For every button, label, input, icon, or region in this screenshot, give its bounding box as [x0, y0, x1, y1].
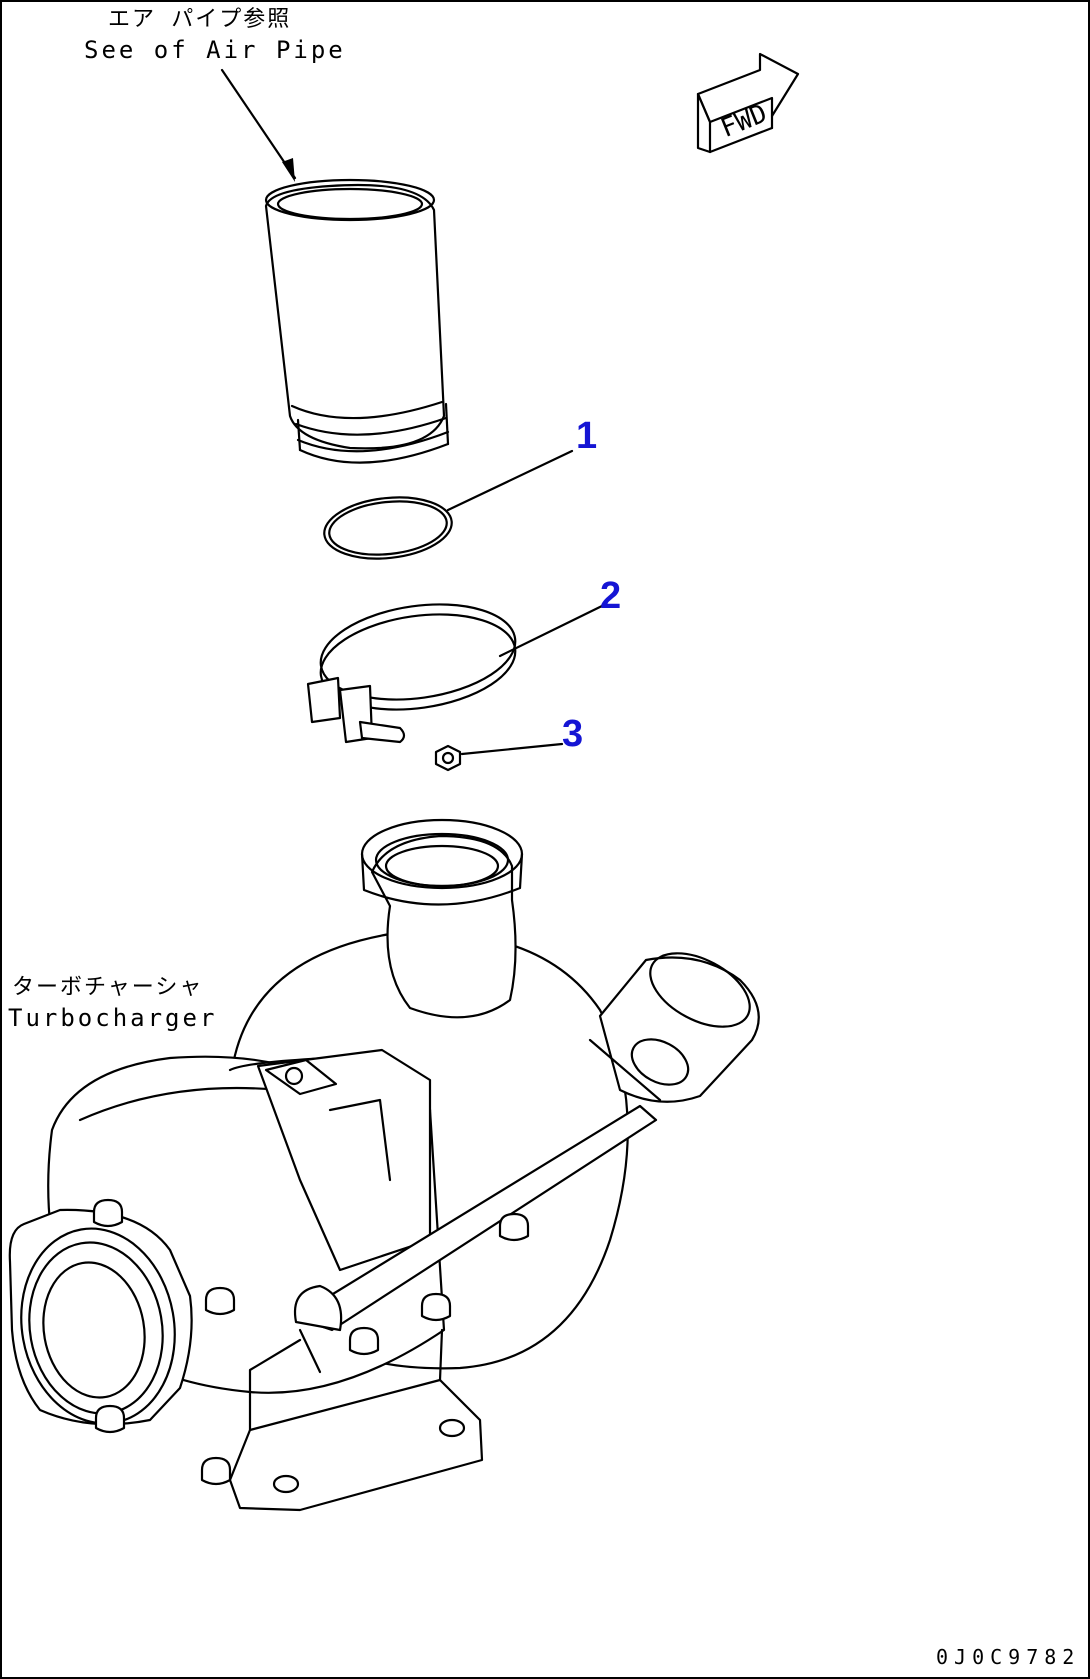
callout-1[interactable]: 1 — [576, 415, 597, 457]
turbocharger — [8, 818, 760, 1512]
air-pipe-label-jp: エア パイプ参照 — [108, 7, 291, 32]
air-pipe — [264, 178, 450, 464]
fwd-arrow-icon: FWD — [696, 52, 800, 154]
callout-3[interactable]: 3 — [562, 713, 583, 755]
turbocharger-label-jp: ターボチャーシャ — [12, 975, 203, 1000]
callout-2[interactable]: 2 — [600, 575, 621, 617]
part-1-o-ring — [323, 449, 574, 560]
turbocharger-label-en: Turbocharger — [8, 1004, 217, 1032]
part-3-nut — [434, 742, 564, 772]
drawing-code: 0J0C9782 — [936, 1645, 1080, 1669]
air-pipe-leader-arrow — [220, 68, 297, 182]
air-pipe-label-en: See of Air Pipe — [84, 36, 346, 64]
part-2-v-band-clamp — [306, 602, 608, 744]
